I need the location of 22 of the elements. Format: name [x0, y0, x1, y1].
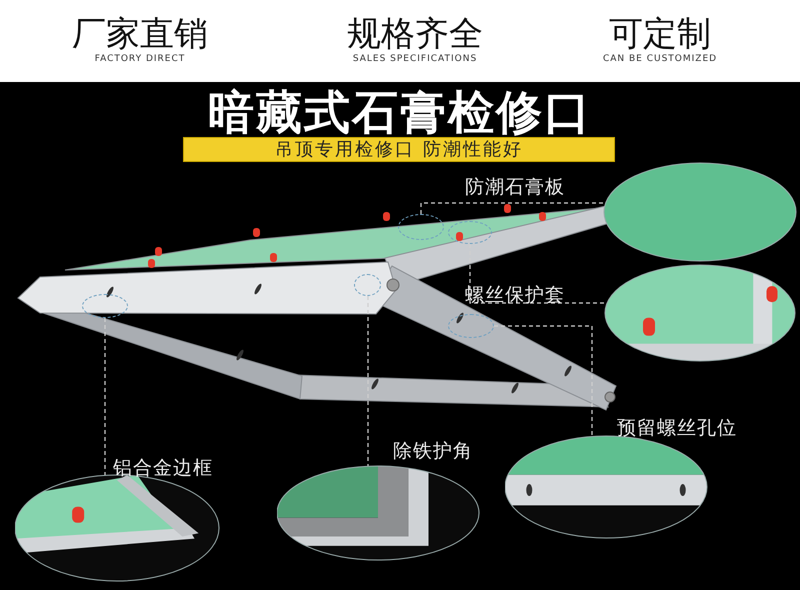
highlight-circle [398, 214, 444, 240]
slogan-text: 规格齐全 [347, 14, 483, 54]
slogan-subtitle: SALES SPECIFICATIONS [352, 54, 478, 65]
slogan-text: 可定制 [609, 14, 711, 54]
slogan-text: 厂家直销 [72, 14, 208, 54]
highlight-circle [448, 221, 492, 244]
highlight-banner: 吊顶专用检修口 防潮性能好 [183, 137, 615, 162]
callout-label: 预留螺丝孔位 [617, 417, 737, 439]
leader-line [494, 325, 593, 436]
callout-label: 铝合金边框 [113, 457, 213, 479]
callout-label: 除铁护角 [393, 440, 473, 462]
leader-line [367, 296, 369, 466]
highlight-circle [354, 274, 381, 296]
leader-line [420, 202, 606, 214]
slogan-subtitle: FACTORY DIRECT [94, 54, 186, 65]
highlight-circle [448, 314, 494, 338]
title: 暗藏式石膏检修口 [208, 86, 592, 138]
highlight-circle [82, 294, 128, 318]
slogan-subtitle: CAN BE CUSTOMIZED [602, 54, 718, 65]
callout-label: 螺丝保护套 [465, 284, 565, 306]
leader-line [104, 318, 106, 476]
callout-label: 防潮石膏板 [465, 176, 565, 198]
